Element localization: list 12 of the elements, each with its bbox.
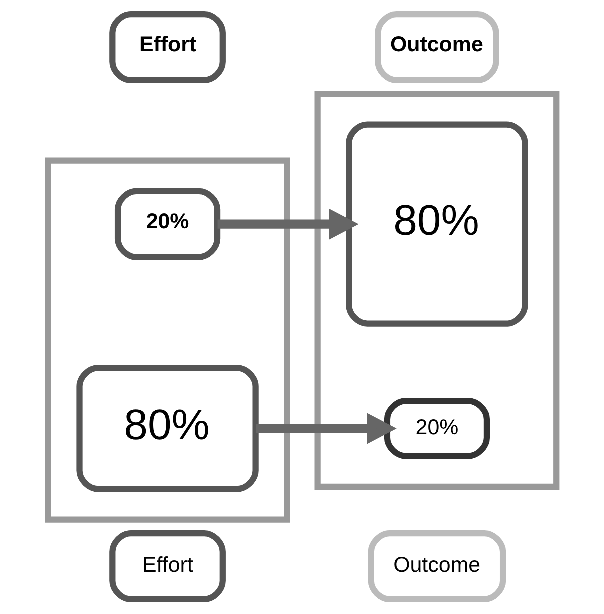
arrow	[256, 413, 396, 444]
cluster	[44, 158, 290, 523]
node-box: 20%	[114, 188, 220, 260]
node-box: Outcome	[374, 12, 499, 84]
arrow	[217, 208, 358, 240]
node-box: Effort	[109, 530, 226, 602]
node-box: Outcome	[368, 530, 506, 602]
node-box: 80%	[346, 122, 528, 327]
node-box: Effort	[109, 12, 226, 84]
cluster	[314, 91, 560, 490]
node-box: 20%	[384, 398, 490, 460]
node-box: 80%	[76, 365, 258, 492]
